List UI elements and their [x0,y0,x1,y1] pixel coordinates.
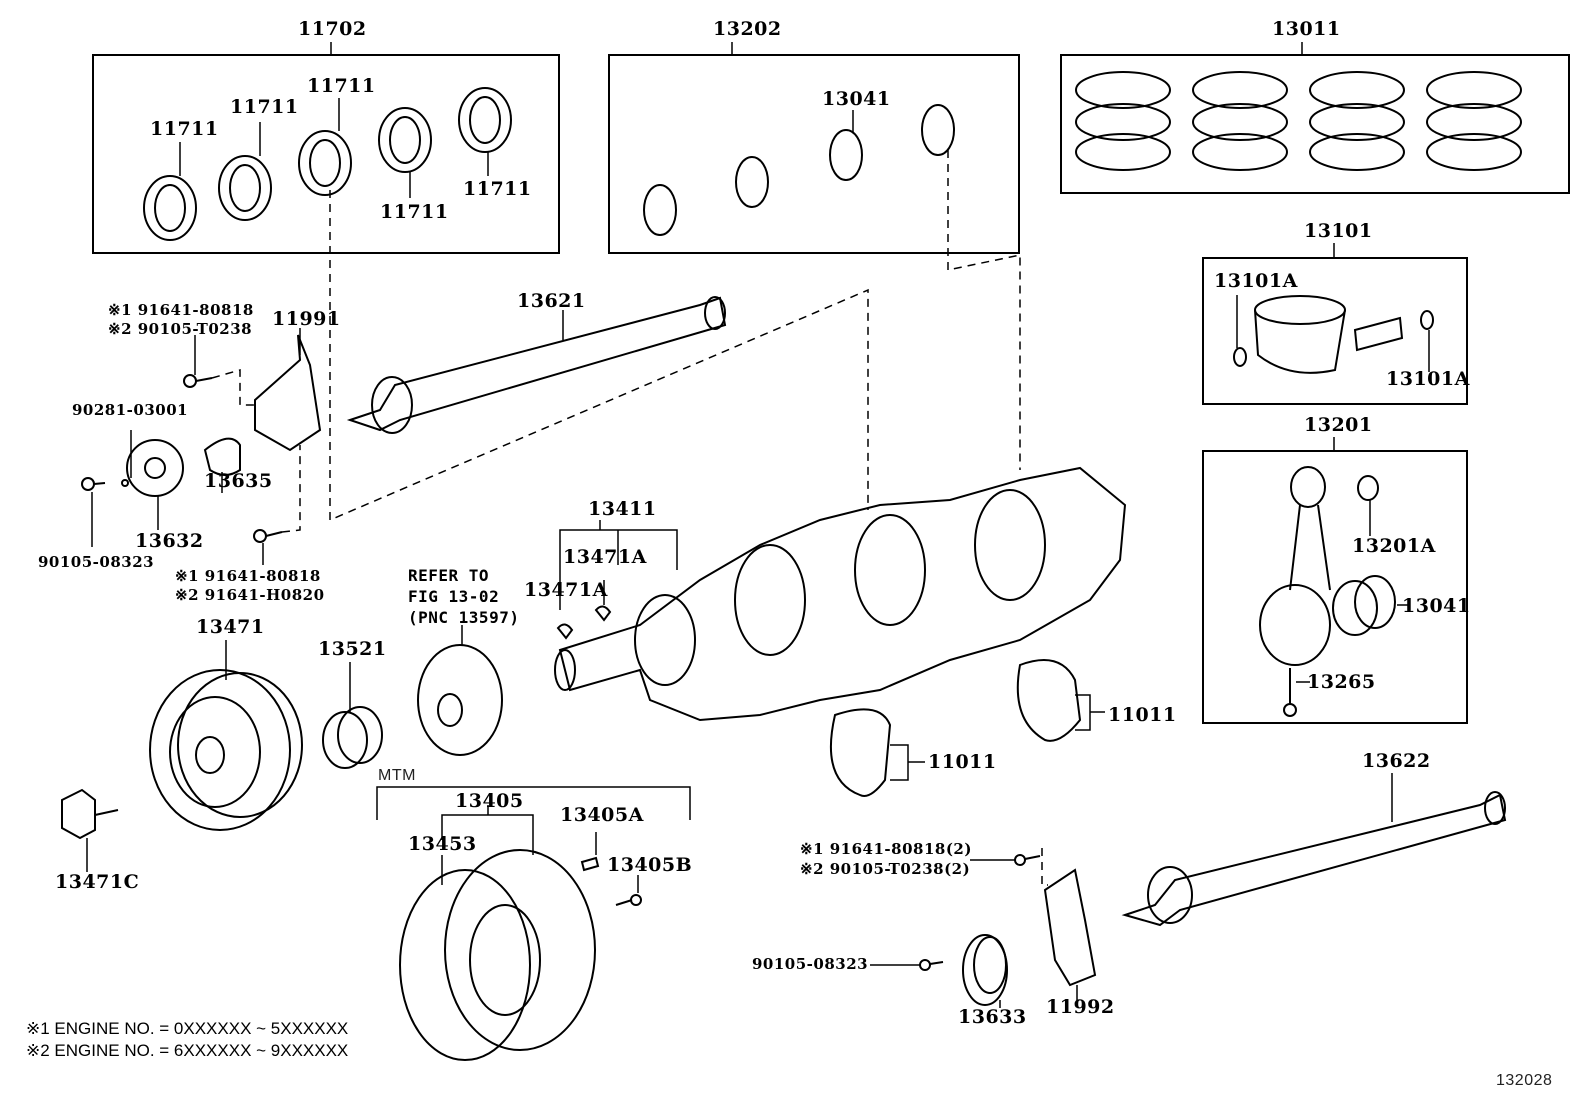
conrod-bearing-icon [643,104,955,236]
label-13622[interactable]: 13622 [1362,750,1431,772]
label-13405B[interactable]: 13405B [607,854,693,876]
piston-ring-set-box [1060,54,1570,194]
label-11011[interactable]: 11011 [928,751,997,773]
label-13101[interactable]: 13101 [1304,220,1373,242]
label-13405[interactable]: 13405 [455,790,524,812]
label-13405A[interactable]: 13405A [560,804,644,826]
label-11711[interactable]: 11711 [380,201,449,223]
bolt-label-right-2[interactable]: ※2 90105-T0238(2) [800,860,971,878]
label-13202[interactable]: 13202 [713,18,782,40]
bolt-label-lower-1[interactable]: ※1 91641-80818 [175,567,321,585]
label-90105-08323[interactable]: 90105-08323 [752,955,869,973]
label-90105-08323[interactable]: 90105-08323 [38,553,155,571]
bolt-label-lower-2[interactable]: ※2 91641-H0820 [175,586,325,604]
main-bearing-set-box [92,54,560,254]
flywheel-icon [399,849,642,1061]
label-13101A[interactable]: 13101A [1386,368,1470,390]
piston-ring-icon [1075,71,1522,171]
label-11711[interactable]: 11711 [230,96,299,118]
thrust-washer-icon [829,659,1082,797]
balance-shaft-gear-icon [81,334,322,543]
label-13632[interactable]: 13632 [135,530,204,552]
connecting-rod-icon [1259,466,1396,717]
label-13471C[interactable]: 13471C [55,871,140,893]
label-11702[interactable]: 11702 [298,18,367,40]
label-11011[interactable]: 11011 [1108,704,1177,726]
main-bearing-icon [143,87,512,241]
engine-number-note-2: ※2 ENGINE NO. = 6XXXXXX ~ 9XXXXXX [26,1041,349,1060]
label-13201[interactable]: 13201 [1304,414,1373,436]
label-90281-03001[interactable]: 90281-03001 [72,401,189,419]
label-13041[interactable]: 13041 [1402,595,1471,617]
timing-sprocket-icon [417,644,503,756]
piston-sub-assy-box [1202,257,1468,405]
bolt-label-right-1[interactable]: ※1 91641-80818(2) [800,840,972,858]
label-13101A[interactable]: 13101A [1214,270,1298,292]
bolt-label-upper-1[interactable]: ※1 91641-80818 [108,301,254,319]
connecting-rod-sub-assy-box [1202,450,1468,724]
piston-icon [1233,295,1434,374]
label-13471A[interactable]: 13471A [524,579,608,601]
label-13011[interactable]: 13011 [1272,18,1341,40]
crankshaft-pulley-icon [61,669,303,840]
balance-shaft-icon [346,296,1507,927]
refer-line-3: (PNC 13597) [408,607,520,627]
label-11711[interactable]: 11711 [463,178,532,200]
label-11711[interactable]: 11711 [307,75,376,97]
mtm-tag: MTM [378,767,416,784]
label-13621[interactable]: 13621 [517,290,586,312]
bolt-label-upper-2[interactable]: ※2 90105-T0238 [108,320,253,338]
crankshaft-icon [554,466,1127,722]
refer-line-1: REFER TO [408,566,490,585]
crankshaft-timing-gear-icon [322,706,383,769]
conrod-bearing-set-box [608,54,1020,254]
label-13635[interactable]: 13635 [204,470,273,492]
label-13411[interactable]: 13411 [588,498,657,520]
label-11992[interactable]: 11992 [1046,996,1115,1018]
label-11991[interactable]: 11991 [272,308,341,330]
label-13453[interactable]: 13453 [408,833,477,855]
label-13471[interactable]: 13471 [196,616,265,638]
label-11711[interactable]: 11711 [150,118,219,140]
engine-number-note-1: ※1 ENGINE NO. = 0XXXXXX ~ 5XXXXXX [26,1019,349,1038]
figure-code: 132028 [1496,1072,1553,1089]
label-13633[interactable]: 13633 [958,1006,1027,1028]
refer-line-2[interactable]: FIG 13-02 [408,586,500,606]
label-13041[interactable]: 13041 [822,88,891,110]
label-13471A[interactable]: 13471A [563,546,647,568]
refer-note: REFER TO FIG 13-02 (PNC 13597) [408,566,519,628]
label-13201A[interactable]: 13201A [1352,535,1436,557]
label-13265[interactable]: 13265 [1307,671,1376,693]
label-13521[interactable]: 13521 [318,638,387,660]
